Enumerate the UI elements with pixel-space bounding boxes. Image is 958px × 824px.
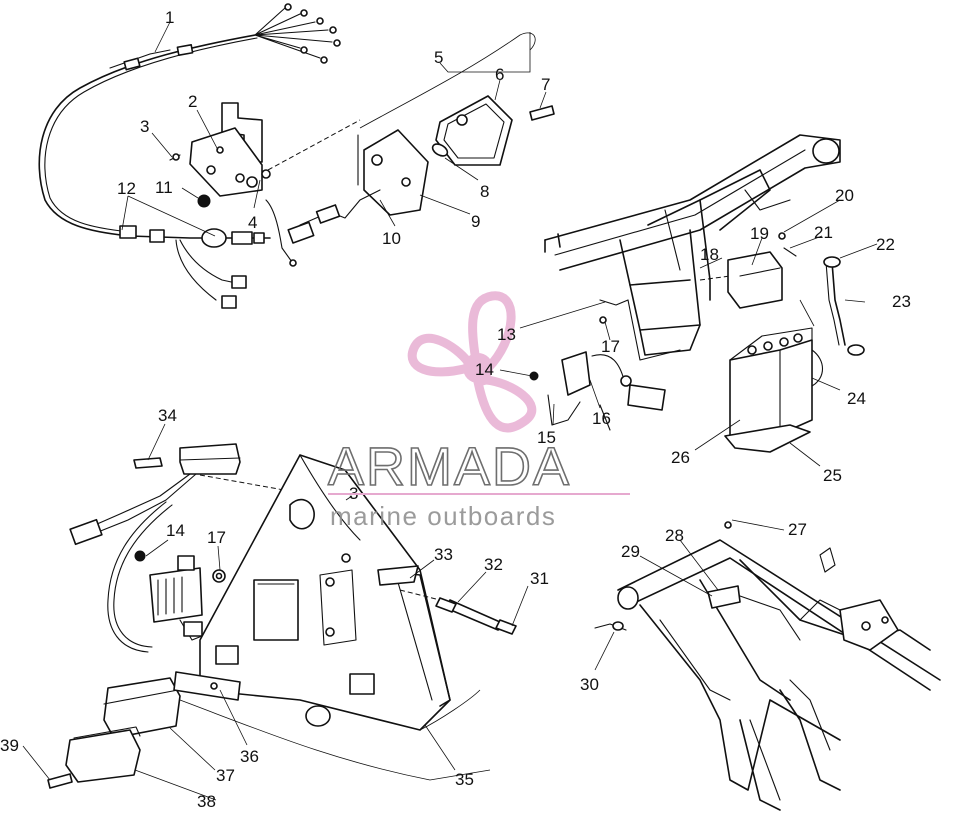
leader-lines xyxy=(22,21,878,801)
callout-18: 18 xyxy=(700,245,719,264)
screw-39 xyxy=(47,773,73,789)
callout-32: 32 xyxy=(484,555,503,574)
callout-14-left: 14 xyxy=(166,521,185,540)
tail-light-assembly xyxy=(265,32,555,267)
callout-34: 34 xyxy=(158,406,177,425)
callout-39: 39 xyxy=(0,736,19,755)
wiring-harness xyxy=(38,3,341,309)
callout-30: 30 xyxy=(580,675,599,694)
callout-37: 37 xyxy=(216,766,235,785)
callout-6: 6 xyxy=(495,65,504,84)
callout-17-top: 17 xyxy=(601,337,620,356)
armada-propeller-logo xyxy=(407,291,537,433)
screw-3 xyxy=(172,153,180,161)
callout-31: 31 xyxy=(530,569,549,588)
callout-9: 9 xyxy=(471,212,480,231)
mounting-plate xyxy=(47,454,517,789)
callout-5: 5 xyxy=(434,48,443,67)
callout-24: 24 xyxy=(847,389,866,408)
callout-7: 7 xyxy=(541,75,550,94)
callout-3: 3 xyxy=(140,117,149,136)
callout-20: 20 xyxy=(835,186,854,205)
callout-26: 26 xyxy=(671,448,690,467)
nut-14 xyxy=(134,550,146,562)
callout-23: 23 xyxy=(892,292,911,311)
callout-29: 29 xyxy=(621,542,640,561)
callout-25: 25 xyxy=(823,466,842,485)
watermark-subtitle: marine outboards xyxy=(330,501,556,531)
callout-21: 21 xyxy=(814,223,833,242)
bolt-34 xyxy=(133,457,163,469)
callout-36: 36 xyxy=(240,747,259,766)
frame-battery-section xyxy=(529,134,865,453)
callout-11: 11 xyxy=(155,178,173,197)
callout-12: 12 xyxy=(117,179,136,198)
callout-13: 13 xyxy=(497,325,516,344)
callout-8: 8 xyxy=(480,182,489,201)
callout-16: 16 xyxy=(592,409,611,428)
screw-7 xyxy=(529,105,555,121)
armada-watermark: ARMADA marine outboards xyxy=(327,436,630,531)
watermark-title: ARMADA xyxy=(328,437,571,497)
callout-38: 38 xyxy=(197,792,216,811)
lower-frame xyxy=(594,521,941,811)
bracket-plate xyxy=(169,102,271,208)
callout-27: 27 xyxy=(788,520,807,539)
nut-11 xyxy=(197,194,211,208)
ignition-components xyxy=(69,443,341,653)
callout-15: 15 xyxy=(537,428,556,447)
callout-22: 22 xyxy=(876,235,895,254)
callout-1: 1 xyxy=(165,8,174,27)
callout-10: 10 xyxy=(382,229,401,248)
callout-19: 19 xyxy=(750,224,769,243)
callout-2: 2 xyxy=(188,92,197,111)
callout-28: 28 xyxy=(665,526,684,545)
callout-17-left: 17 xyxy=(207,528,226,547)
logo-hub xyxy=(463,353,493,383)
callout-35: 35 xyxy=(455,770,474,789)
callout-33: 33 xyxy=(434,545,453,564)
callout-4: 4 xyxy=(248,213,257,232)
callout-labels: 1 2 3 4 5 6 7 8 9 10 11 12 13 14 15 16 1… xyxy=(0,8,911,811)
callout-14-top: 14 xyxy=(475,360,494,379)
